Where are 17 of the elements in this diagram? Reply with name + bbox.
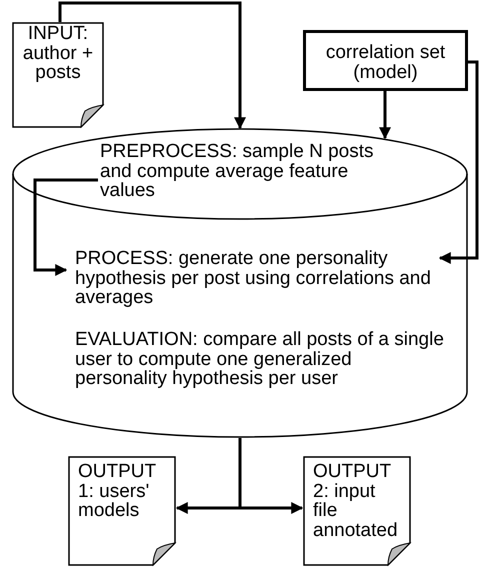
document-shape [303, 456, 411, 566]
node-text: INPUT: author + posts [22, 22, 94, 82]
database-cylinder [12, 128, 468, 438]
step-text: PREPROCESS: sample N posts and compute average feature values [100, 142, 374, 200]
arrow [238, 438, 304, 514]
arrow [438, 60, 478, 264]
node-text: OUTPUT 1: users' models [77, 460, 157, 520]
node-text: correlation set (model) [324, 41, 446, 84]
document-shape [12, 22, 104, 128]
arrow [58, 2, 246, 130]
process-box [303, 30, 468, 91]
node-text: OUTPUT 2: input file annotated [312, 460, 399, 540]
arrow [379, 91, 391, 140]
step-text: PROCESS: generate one personality hypothesis per post using correlations and averages [74, 249, 432, 308]
arrow [34, 178, 98, 276]
document-shape [68, 456, 176, 566]
step-text: EVALUATION: compare all posts of a single user to compute one generalized personality hypothesis per user [75, 330, 445, 388]
